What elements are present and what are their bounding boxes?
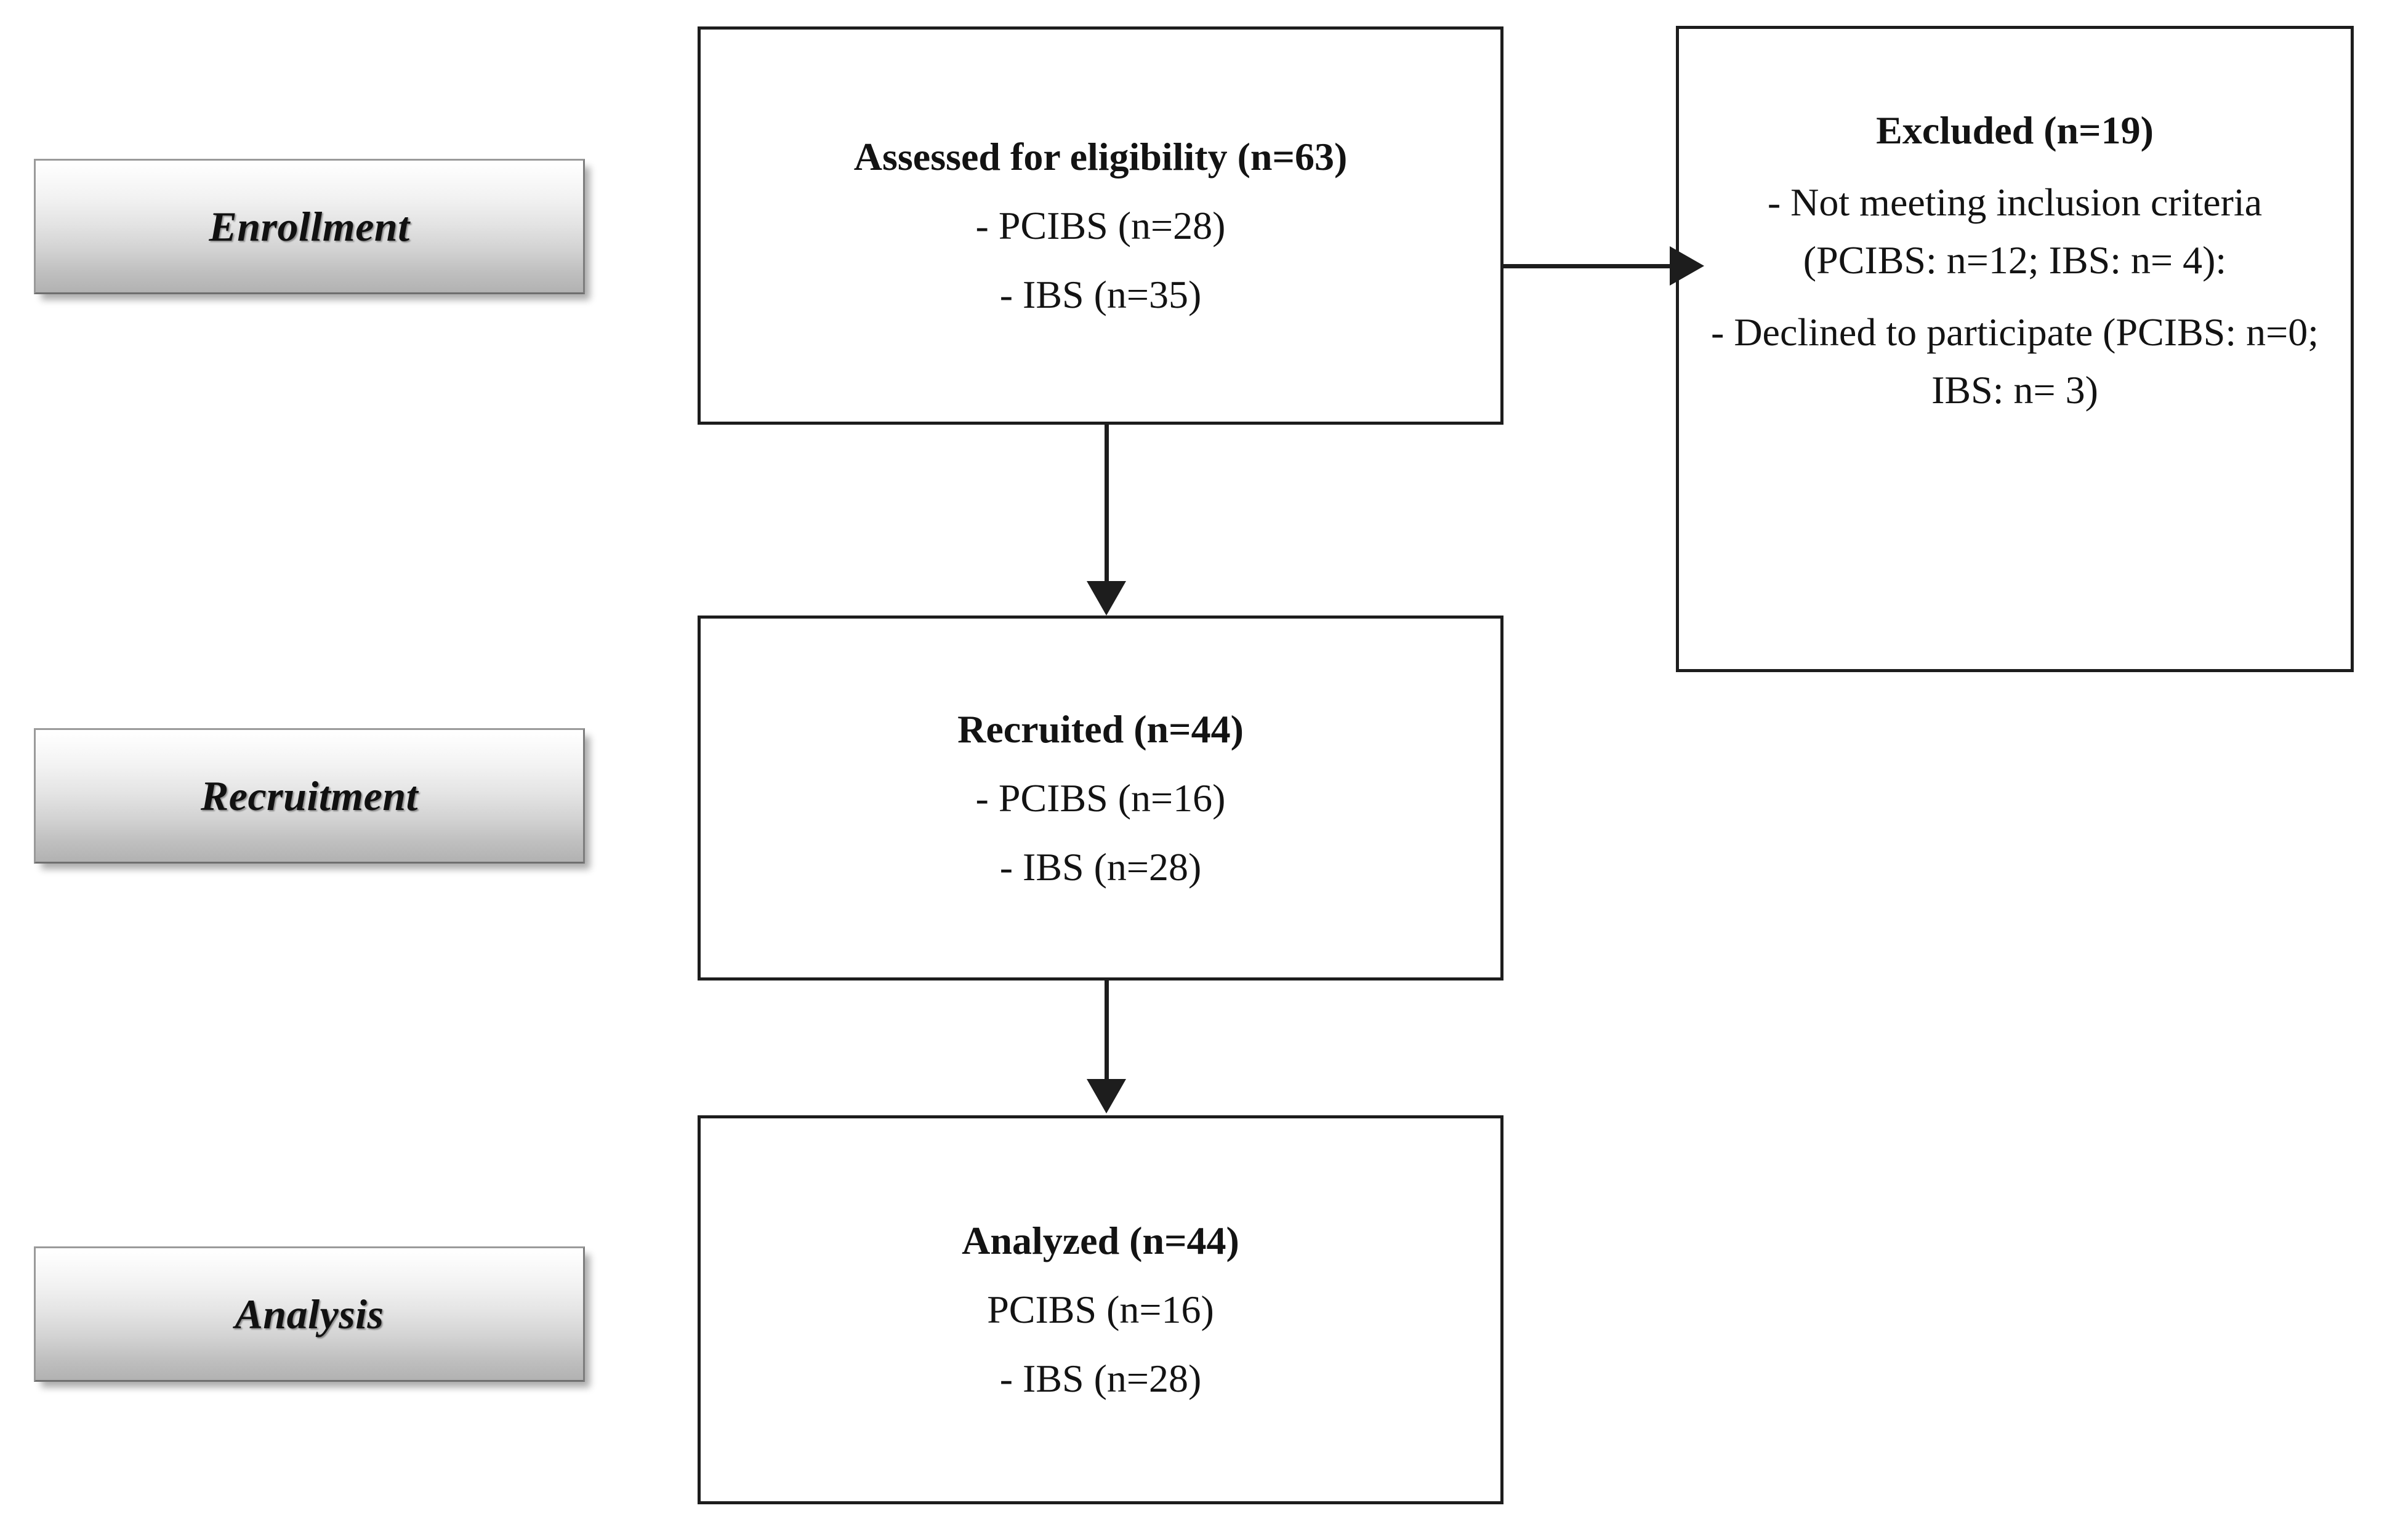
stage-plaque-analysis: Analysis bbox=[34, 1246, 585, 1382]
stage-label-analysis: Analysis bbox=[235, 1290, 384, 1337]
box-analyzed-heading: Analyzed (n=44) bbox=[962, 1219, 1239, 1262]
arrow-assessed-to-excluded-shaft bbox=[1503, 264, 1677, 268]
box-assessed-line-pcibs: - PCIBS (n=28) bbox=[975, 203, 1226, 247]
box-excluded: Excluded (n=19) - Not meeting inclusion … bbox=[1676, 26, 2354, 672]
stage-label-enrollment: Enrollment bbox=[209, 203, 410, 250]
box-assessed-for-eligibility: Assessed for eligibility (n=63) - PCIBS … bbox=[698, 26, 1503, 425]
arrow-assessed-to-excluded-head bbox=[1670, 246, 1704, 286]
box-assessed-heading: Assessed for eligibility (n=63) bbox=[853, 134, 1348, 178]
arrow-recruited-to-analyzed-shaft bbox=[1105, 981, 1109, 1081]
box-recruited-line-pcibs: - PCIBS (n=16) bbox=[975, 776, 1226, 820]
box-analyzed: Analyzed (n=44) PCIBS (n=16) - IBS (n=28… bbox=[698, 1115, 1503, 1504]
box-recruited: Recruited (n=44) - PCIBS (n=16) - IBS (n… bbox=[698, 616, 1503, 981]
box-excluded-heading: Excluded (n=19) bbox=[1876, 108, 2154, 152]
box-recruited-heading: Recruited (n=44) bbox=[957, 707, 1244, 751]
arrow-assessed-to-recruited-shaft bbox=[1105, 425, 1109, 585]
box-analyzed-line-ibs: - IBS (n=28) bbox=[999, 1357, 1202, 1400]
arrow-assessed-to-recruited-head bbox=[1087, 581, 1126, 616]
box-assessed-line-ibs: - IBS (n=35) bbox=[999, 272, 1202, 316]
arrow-recruited-to-analyzed-head bbox=[1087, 1079, 1126, 1113]
stage-label-recruitment: Recruitment bbox=[200, 772, 419, 819]
box-excluded-line-declined: - Declined to participate (PCIBS: n=0; I… bbox=[1711, 310, 2319, 412]
stage-plaque-enrollment: Enrollment bbox=[34, 159, 585, 294]
box-excluded-line-criteria: - Not meeting inclusion criteria (PCIBS:… bbox=[1767, 180, 2263, 282]
stage-plaque-recruitment: Recruitment bbox=[34, 728, 585, 864]
box-recruited-line-ibs: - IBS (n=28) bbox=[999, 844, 1202, 889]
box-analyzed-line-pcibs: PCIBS (n=16) bbox=[987, 1288, 1214, 1331]
